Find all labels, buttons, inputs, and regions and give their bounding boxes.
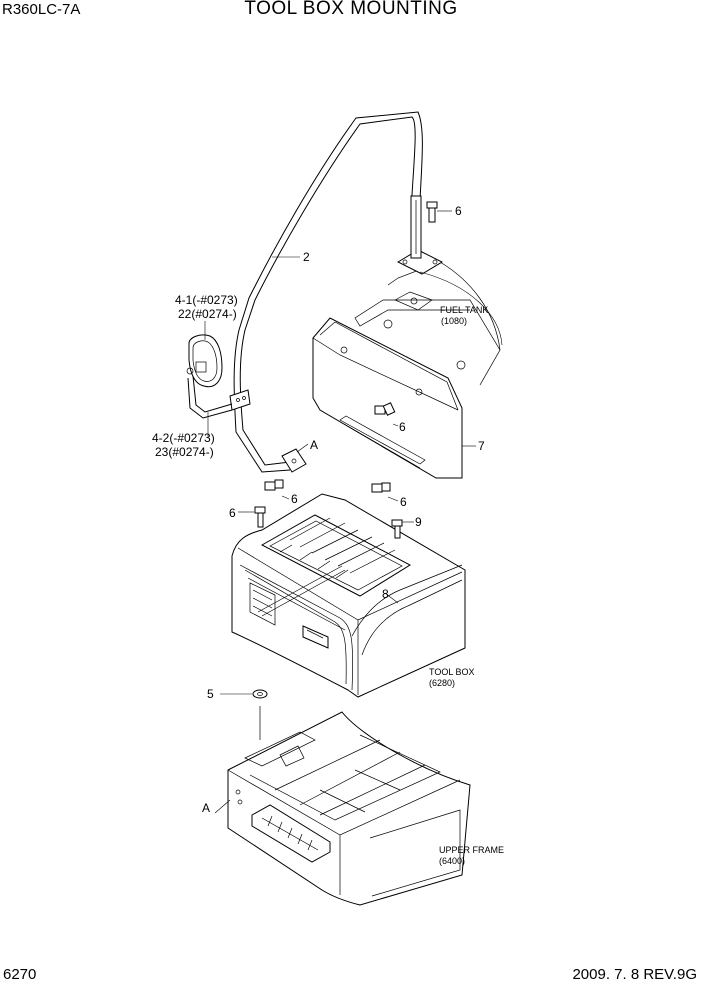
page-number: 6270 — [3, 966, 37, 983]
upper-frame — [227, 711, 471, 906]
ref-tool-box: TOOL BOX — [429, 667, 475, 677]
callout-22: 22(#0274-) — [178, 307, 237, 321]
bolt-right — [371, 482, 391, 493]
page-title: TOOL BOX MOUNTING — [244, 0, 458, 19]
bolt-panel — [374, 402, 396, 416]
bolt-left — [264, 479, 284, 491]
pipe-end-plate — [281, 448, 307, 473]
callout-6-left: 6 — [291, 492, 298, 506]
callout-6-toolbox: 6 — [229, 506, 236, 520]
mirror-clamp — [187, 375, 251, 419]
callout-4-1: 4-1(-#0273) — [175, 293, 238, 307]
mirror — [186, 334, 223, 388]
callout-4-2: 4-2(-#0273) — [152, 431, 215, 445]
callout-2: 2 — [303, 250, 310, 264]
tool-box — [231, 493, 466, 740]
handrail-pipe — [233, 111, 423, 473]
callout-8: 8 — [382, 587, 389, 601]
ref-tool-box-no: (6280) — [429, 678, 455, 688]
washer — [252, 689, 268, 699]
callout-6-top: 6 — [455, 204, 462, 218]
callout-labels: 2 6 6 7 6 6 6 9 8 5 A A 4-1(-#0273) 22(#… — [152, 204, 485, 815]
callout-23: 23(#0274-) — [155, 445, 214, 459]
callout-9: 9 — [415, 515, 422, 529]
callout-5: 5 — [207, 687, 214, 701]
ref-upper-frame-no: (6400) — [439, 856, 465, 866]
model-code: R360LC-7A — [2, 1, 81, 18]
bolt-top — [426, 201, 438, 223]
side-cover-panel — [312, 317, 463, 479]
bolts — [252, 201, 438, 699]
ref-fuel-tank: FUEL TANK — [440, 305, 488, 315]
ref-fuel-tank-no: (1080) — [441, 316, 467, 326]
bolt-toolbox-left — [254, 506, 266, 528]
callout-a-frame: A — [202, 801, 210, 815]
callout-6-panel: 6 — [399, 420, 406, 434]
revision-date: 2009. 7. 8 REV.9G — [572, 966, 697, 983]
bolt-toolbox-right — [391, 519, 403, 539]
ref-upper-frame: UPPER FRAME — [439, 845, 504, 855]
callout-6-right: 6 — [400, 495, 407, 509]
callout-7: 7 — [478, 439, 485, 453]
reference-labels: FUEL TANK (1080) TOOL BOX (6280) UPPER F… — [429, 305, 504, 866]
leader-lines — [204, 210, 503, 814]
callout-a-pipe: A — [310, 438, 318, 452]
